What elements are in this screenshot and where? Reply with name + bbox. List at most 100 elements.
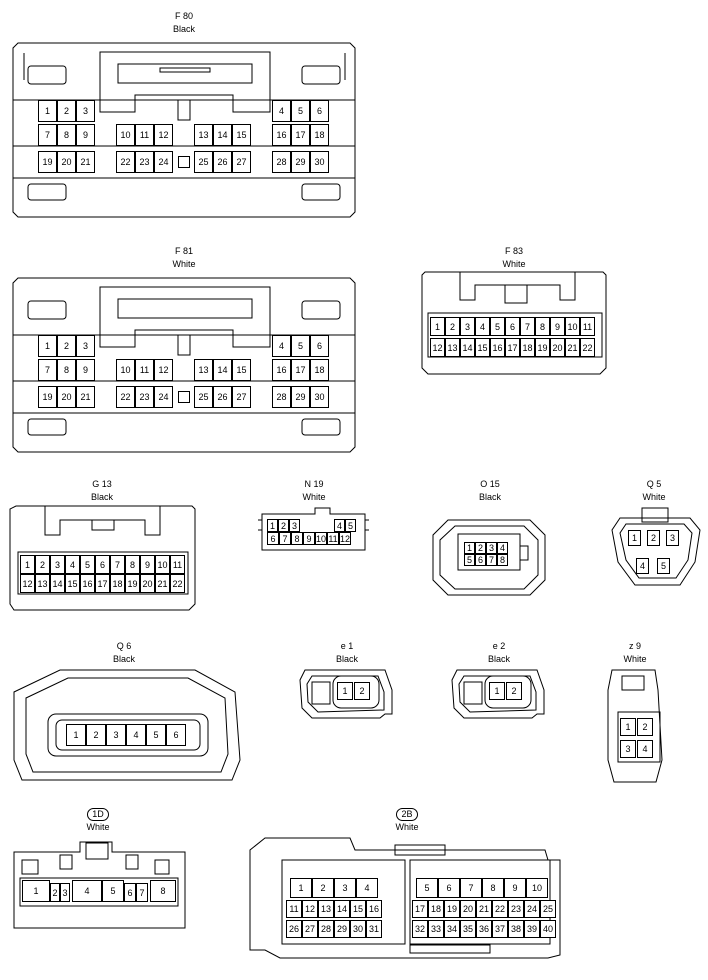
- c2b-pin-36: 36: [476, 920, 492, 938]
- c2b-pin-29: 29: [334, 920, 350, 938]
- g13-pin-13: 13: [35, 574, 50, 593]
- f81-pin-11: 11: [135, 359, 154, 381]
- f81-pin-5: 5: [291, 335, 310, 357]
- n19-label: N 19 White: [274, 478, 354, 504]
- e1-pin-2: 2: [354, 682, 370, 700]
- o15-pin-8: 8: [497, 554, 508, 566]
- f83-code: F 83: [504, 246, 523, 256]
- f80-pin-28: 28: [272, 151, 291, 173]
- q6-label: Q 6 Black: [84, 640, 164, 666]
- n19-pin-7: 7: [279, 532, 291, 545]
- c2b-pin-18: 18: [428, 900, 444, 918]
- c2b-color: White: [395, 822, 419, 832]
- f81-pin-29: 29: [291, 386, 310, 408]
- f81-pin-7: 7: [38, 359, 57, 381]
- q5-outline: [611, 507, 701, 586]
- c2b-pin-10: 10: [526, 878, 548, 898]
- n19-pin-8: 8: [291, 532, 303, 545]
- o15-color: Black: [478, 492, 501, 502]
- f81-pin-25: 25: [194, 386, 213, 408]
- f83-pin-13: 13: [445, 338, 460, 357]
- g13-pin-4: 4: [65, 555, 80, 574]
- c2b-pin-35: 35: [460, 920, 476, 938]
- o15-pin-2: 2: [475, 542, 486, 554]
- z9-pin-2: 2: [637, 718, 653, 736]
- f83-pin-18: 18: [520, 338, 535, 357]
- f81-pin-10: 10: [116, 359, 135, 381]
- f80-pin-7: 7: [38, 124, 57, 146]
- f80-pin-13: 13: [194, 124, 213, 146]
- f80-pin-8: 8: [57, 124, 76, 146]
- c2b-outline: [249, 837, 561, 959]
- f80-code: F 80: [174, 11, 193, 21]
- f80-pin-19: 19: [38, 151, 57, 173]
- c2b-pin-19: 19: [444, 900, 460, 918]
- q6-pin-4: 4: [126, 724, 146, 746]
- f80-pin-18: 18: [310, 124, 329, 146]
- f81-pin-12: 12: [154, 359, 173, 381]
- f83-pin-12: 12: [430, 338, 445, 357]
- f83-pin-19: 19: [535, 338, 550, 357]
- c1d-pin-6: 6: [124, 883, 136, 902]
- f83-pin-8: 8: [535, 317, 550, 336]
- f80-pin-2: 2: [57, 100, 76, 122]
- c2b-pin-4: 4: [356, 878, 378, 898]
- g13-pin-3: 3: [50, 555, 65, 574]
- z9-pin-4: 4: [637, 740, 653, 758]
- g13-pin-6: 6: [95, 555, 110, 574]
- z9-label: z 9 White: [595, 640, 675, 666]
- f83-pin-20: 20: [550, 338, 565, 357]
- f83-pin-6: 6: [505, 317, 520, 336]
- c1d-outline: [13, 841, 186, 929]
- c2b-label: 2B White: [367, 808, 447, 834]
- q5-pin-2: 2: [647, 530, 660, 546]
- z9-pin-1: 1: [620, 718, 636, 736]
- f81-pin-4: 4: [272, 335, 291, 357]
- o15-pin-6: 6: [475, 554, 486, 566]
- f83-pin-1: 1: [430, 317, 445, 336]
- f81-pin-22: 22: [116, 386, 135, 408]
- c2b-pin-7: 7: [460, 878, 482, 898]
- c1d-pin-3: 3: [60, 883, 70, 902]
- g13-pin-15: 15: [65, 574, 80, 593]
- n19-code: N 19: [304, 479, 324, 489]
- c1d-color: White: [86, 822, 110, 832]
- q6-color: Black: [112, 654, 135, 664]
- e2-code: e 2: [492, 641, 506, 651]
- o15-pin-1: 1: [464, 542, 475, 554]
- c2b-pin-21: 21: [476, 900, 492, 918]
- f81-pin-16: 16: [272, 359, 291, 381]
- c2b-pin-34: 34: [444, 920, 460, 938]
- g13-pin-5: 5: [80, 555, 95, 574]
- o15-outline: [432, 519, 546, 596]
- e2-pin-2: 2: [506, 682, 522, 700]
- c2b-pin-13: 13: [318, 900, 334, 918]
- f80-pin-23: 23: [135, 151, 154, 173]
- n19-pin-1: 1: [267, 519, 278, 532]
- c2b-pin-22: 22: [492, 900, 508, 918]
- f81-pin-21: 21: [76, 386, 95, 408]
- g13-pin-2: 2: [35, 555, 50, 574]
- z9-color: White: [623, 654, 647, 664]
- e1-outline: [299, 669, 393, 719]
- f80-pin-25: 25: [194, 151, 213, 173]
- c2b-pin-23: 23: [508, 900, 524, 918]
- c2b-pin-38: 38: [508, 920, 524, 938]
- f81-pin-1: 1: [38, 335, 57, 357]
- f83-pin-17: 17: [505, 338, 520, 357]
- c2b-pin-8: 8: [482, 878, 504, 898]
- e2-color: Black: [487, 654, 510, 664]
- f80-pin-16: 16: [272, 124, 291, 146]
- c2b-pin-5: 5: [416, 878, 438, 898]
- g13-pin-16: 16: [80, 574, 95, 593]
- f83-pin-15: 15: [475, 338, 490, 357]
- g13-pin-7: 7: [110, 555, 125, 574]
- o15-pin-3: 3: [486, 542, 497, 554]
- o15-pin-5: 5: [464, 554, 475, 566]
- c2b-pin-33: 33: [428, 920, 444, 938]
- f80-pin-24: 24: [154, 151, 173, 173]
- o15-pin-7: 7: [486, 554, 497, 566]
- f81-pin-18: 18: [310, 359, 329, 381]
- f81-pin-17: 17: [291, 359, 310, 381]
- g13-pin-11: 11: [170, 555, 185, 574]
